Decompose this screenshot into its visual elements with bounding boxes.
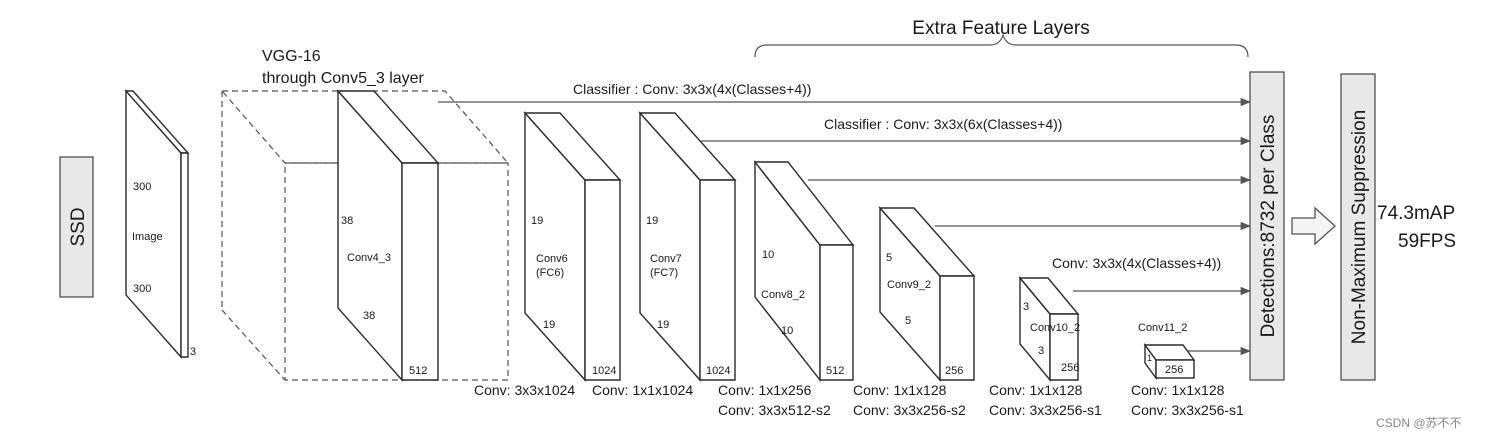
result-fps: 59FPS <box>1398 231 1456 252</box>
conv6-block: 19 Conv6 (FC6) 19 1024 Conv: 3x3x1024 <box>474 111 622 398</box>
conv4-3-block: 38 Conv4_3 38 512 <box>336 89 440 382</box>
classifier-label-2: Classifier : Conv: 3x3x(6x(Classes+4)) <box>824 116 1062 132</box>
conv10-2-side-label: 3 <box>1023 301 1029 313</box>
conv7-bottom-label: 19 <box>657 319 669 331</box>
extra-feature-layers-title: Extra Feature Layers <box>912 18 1089 39</box>
conv7-fc-label: (FC7) <box>650 267 678 279</box>
nms-box: Non-Maximum Suppression <box>1340 73 1376 381</box>
image-width-label: 300 <box>133 283 151 295</box>
extra-feature-layers-brace: Extra Feature Layers <box>754 18 1249 58</box>
conv7-side-label: 19 <box>646 215 658 227</box>
conv7-block: 19 Conv7 (FC7) 19 1024 Conv: 1x1x1024 <box>592 111 737 398</box>
conv11-2-name-label: Conv11_2 <box>1138 322 1187 334</box>
conv9-2-op2-label: Conv: 3x3x256-s2 <box>853 402 966 418</box>
conv7-name-label: Conv7 <box>650 253 682 265</box>
conv4-3-depth-label: 512 <box>409 365 427 377</box>
conv8-2-side-label: 10 <box>762 249 774 261</box>
conv6-bottom-label: 19 <box>543 319 555 331</box>
conv11-2-op2-label: Conv: 3x3x256-s1 <box>1131 402 1244 418</box>
classifier-label-3: Conv: 3x3x(4x(Classes+4)) <box>1052 255 1221 271</box>
conv6-side-label: 19 <box>531 215 543 227</box>
watermark: CSDN @苏不不 <box>1376 416 1462 430</box>
ssd-label: SSD <box>68 207 89 246</box>
conv11-2-op1-label: Conv: 1x1x128 <box>1131 382 1225 398</box>
conv11-2-depth-label: 256 <box>1165 364 1183 376</box>
conv10-2-block: 3 Conv10_2 3 256 Conv: 1x1x128 Conv: 3x3… <box>989 276 1102 418</box>
conv10-2-op1-label: Conv: 1x1x128 <box>989 382 1083 398</box>
conv9-2-bottom-label: 5 <box>905 315 911 327</box>
conv7-depth-label: 1024 <box>706 365 730 377</box>
conv9-2-op1-label: Conv: 1x1x128 <box>853 382 947 398</box>
detection-arrows: Classifier : Conv: 3x3x(4x(Classes+4)) C… <box>438 81 1252 356</box>
conv8-2-depth-label: 512 <box>826 365 844 377</box>
conv9-2-side-label: 5 <box>886 252 892 264</box>
conv4-3-name-label: Conv4_3 <box>347 252 391 264</box>
conv10-2-depth-label: 256 <box>1061 362 1079 374</box>
vgg16-dashed-block: VGG-16 through Conv5_3 layer <box>220 48 510 381</box>
image-name-label: Image <box>132 231 163 243</box>
conv4-3-bottom-label: 38 <box>363 310 375 322</box>
result-map: 74.3mAP <box>1377 203 1455 224</box>
conv9-2-name-label: Conv9_2 <box>887 279 931 291</box>
image-height-label: 300 <box>133 181 151 193</box>
conv8-2-op2-label: Conv: 3x3x512-s2 <box>718 402 831 418</box>
conv10-2-bottom-label: 3 <box>1038 345 1044 357</box>
nms-label: Non-Maximum Suppression <box>1349 110 1370 344</box>
classifier-label-1: Classifier : Conv: 3x3x(4x(Classes+4)) <box>573 81 811 97</box>
ssd-label-box: SSD <box>59 156 94 298</box>
conv6-op-label: Conv: 3x3x1024 <box>474 382 575 398</box>
conv10-2-op2-label: Conv: 3x3x256-s1 <box>989 402 1102 418</box>
image-depth-label: 3 <box>190 346 196 358</box>
conv6-name-label: Conv6 <box>536 253 568 265</box>
nms-hollow-arrow <box>1291 206 1336 246</box>
conv10-2-name-label: Conv10_2 <box>1030 322 1080 334</box>
conv8-2-block: 10 Conv8_2 10 512 Conv: 1x1x256 Conv: 3x… <box>718 159 855 418</box>
conv7-op-label: Conv: 1x1x1024 <box>592 382 693 398</box>
image-block: 300 Image 300 3 <box>124 89 196 359</box>
conv11-2-block: Conv11_2 1 256 Conv: 1x1x128 Conv: 3x3x2… <box>1131 322 1244 418</box>
conv8-2-bottom-label: 10 <box>781 325 793 337</box>
conv8-2-name-label: Conv8_2 <box>761 289 805 301</box>
vgg-title-line1: VGG-16 <box>262 48 321 65</box>
conv6-depth-label: 1024 <box>592 365 616 377</box>
conv8-2-op1-label: Conv: 1x1x256 <box>718 382 812 398</box>
vgg-title-line2: through Conv5_3 layer <box>262 70 425 87</box>
detections-box: Detections:8732 per Class <box>1249 71 1285 381</box>
conv6-fc-label: (FC6) <box>536 267 564 279</box>
conv9-2-depth-label: 256 <box>945 365 963 377</box>
conv9-2-block: 5 Conv9_2 5 256 Conv: 1x1x128 Conv: 3x3x… <box>853 206 976 418</box>
conv4-3-side-label: 38 <box>341 215 353 227</box>
conv11-2-side-label: 1 <box>1147 353 1152 363</box>
detections-label: Detections:8732 per Class <box>1258 115 1279 338</box>
